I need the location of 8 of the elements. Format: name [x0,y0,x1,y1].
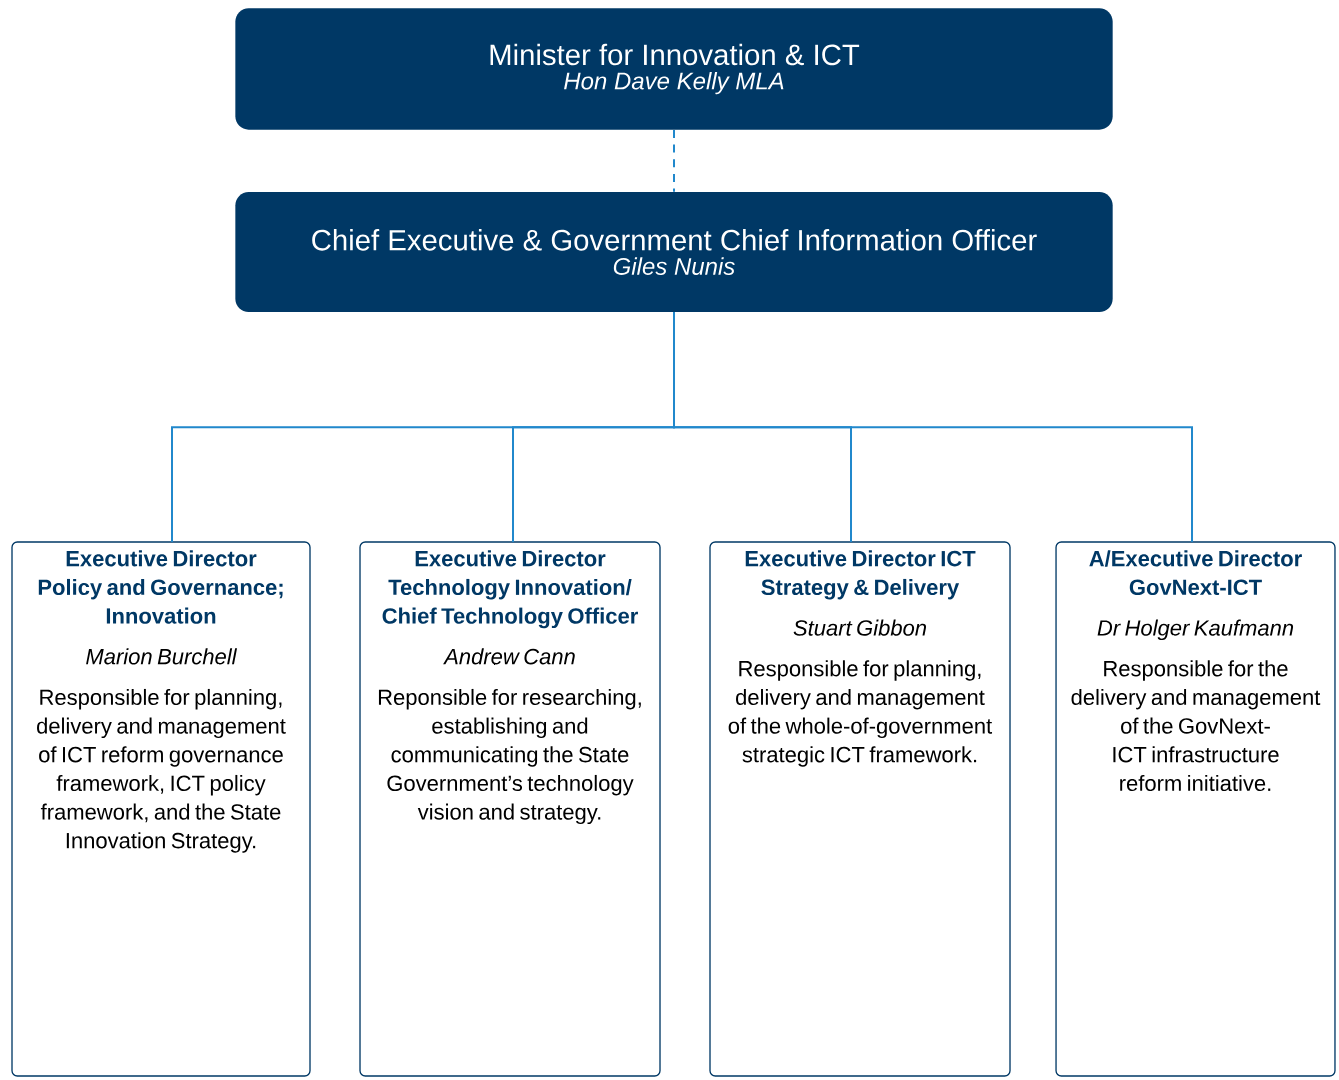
role-box: A/Executive Director GovNext-ICT Dr Holger Kaufmann Responsible for the delivery and management of the GovNext-ICT infrastructure reform initiative. [1055,541,1336,1077]
role-box: Executive Director Policy and Governance; Innovation Marion Burchell Responsible for planning, delivery and management of ICT reform governance framework, ICT policy framework, and the State Innovation Strategy. [11,541,311,1077]
connector-line [673,311,1193,543]
role-box: Executive Director ICT Strategy & Delivery Stuart Gibbon Responsible for planning, delivery and management of the whole-of-government strategic ICT framework. [709,541,1011,1077]
title-box: Minister for Innovation & ICT Hon Dave Kelly MLA [235,8,1113,130]
title-box: Chief Executive & Government Chief Information Officer Giles Nunis [235,192,1113,312]
connector-line [673,128,675,193]
role-box: Executive Director Technology Innovation/ Chief Technology Officer Andrew Cann Reponsible for researching, establishing and communicating the State Government’s technology vision and strategy. [359,541,661,1077]
